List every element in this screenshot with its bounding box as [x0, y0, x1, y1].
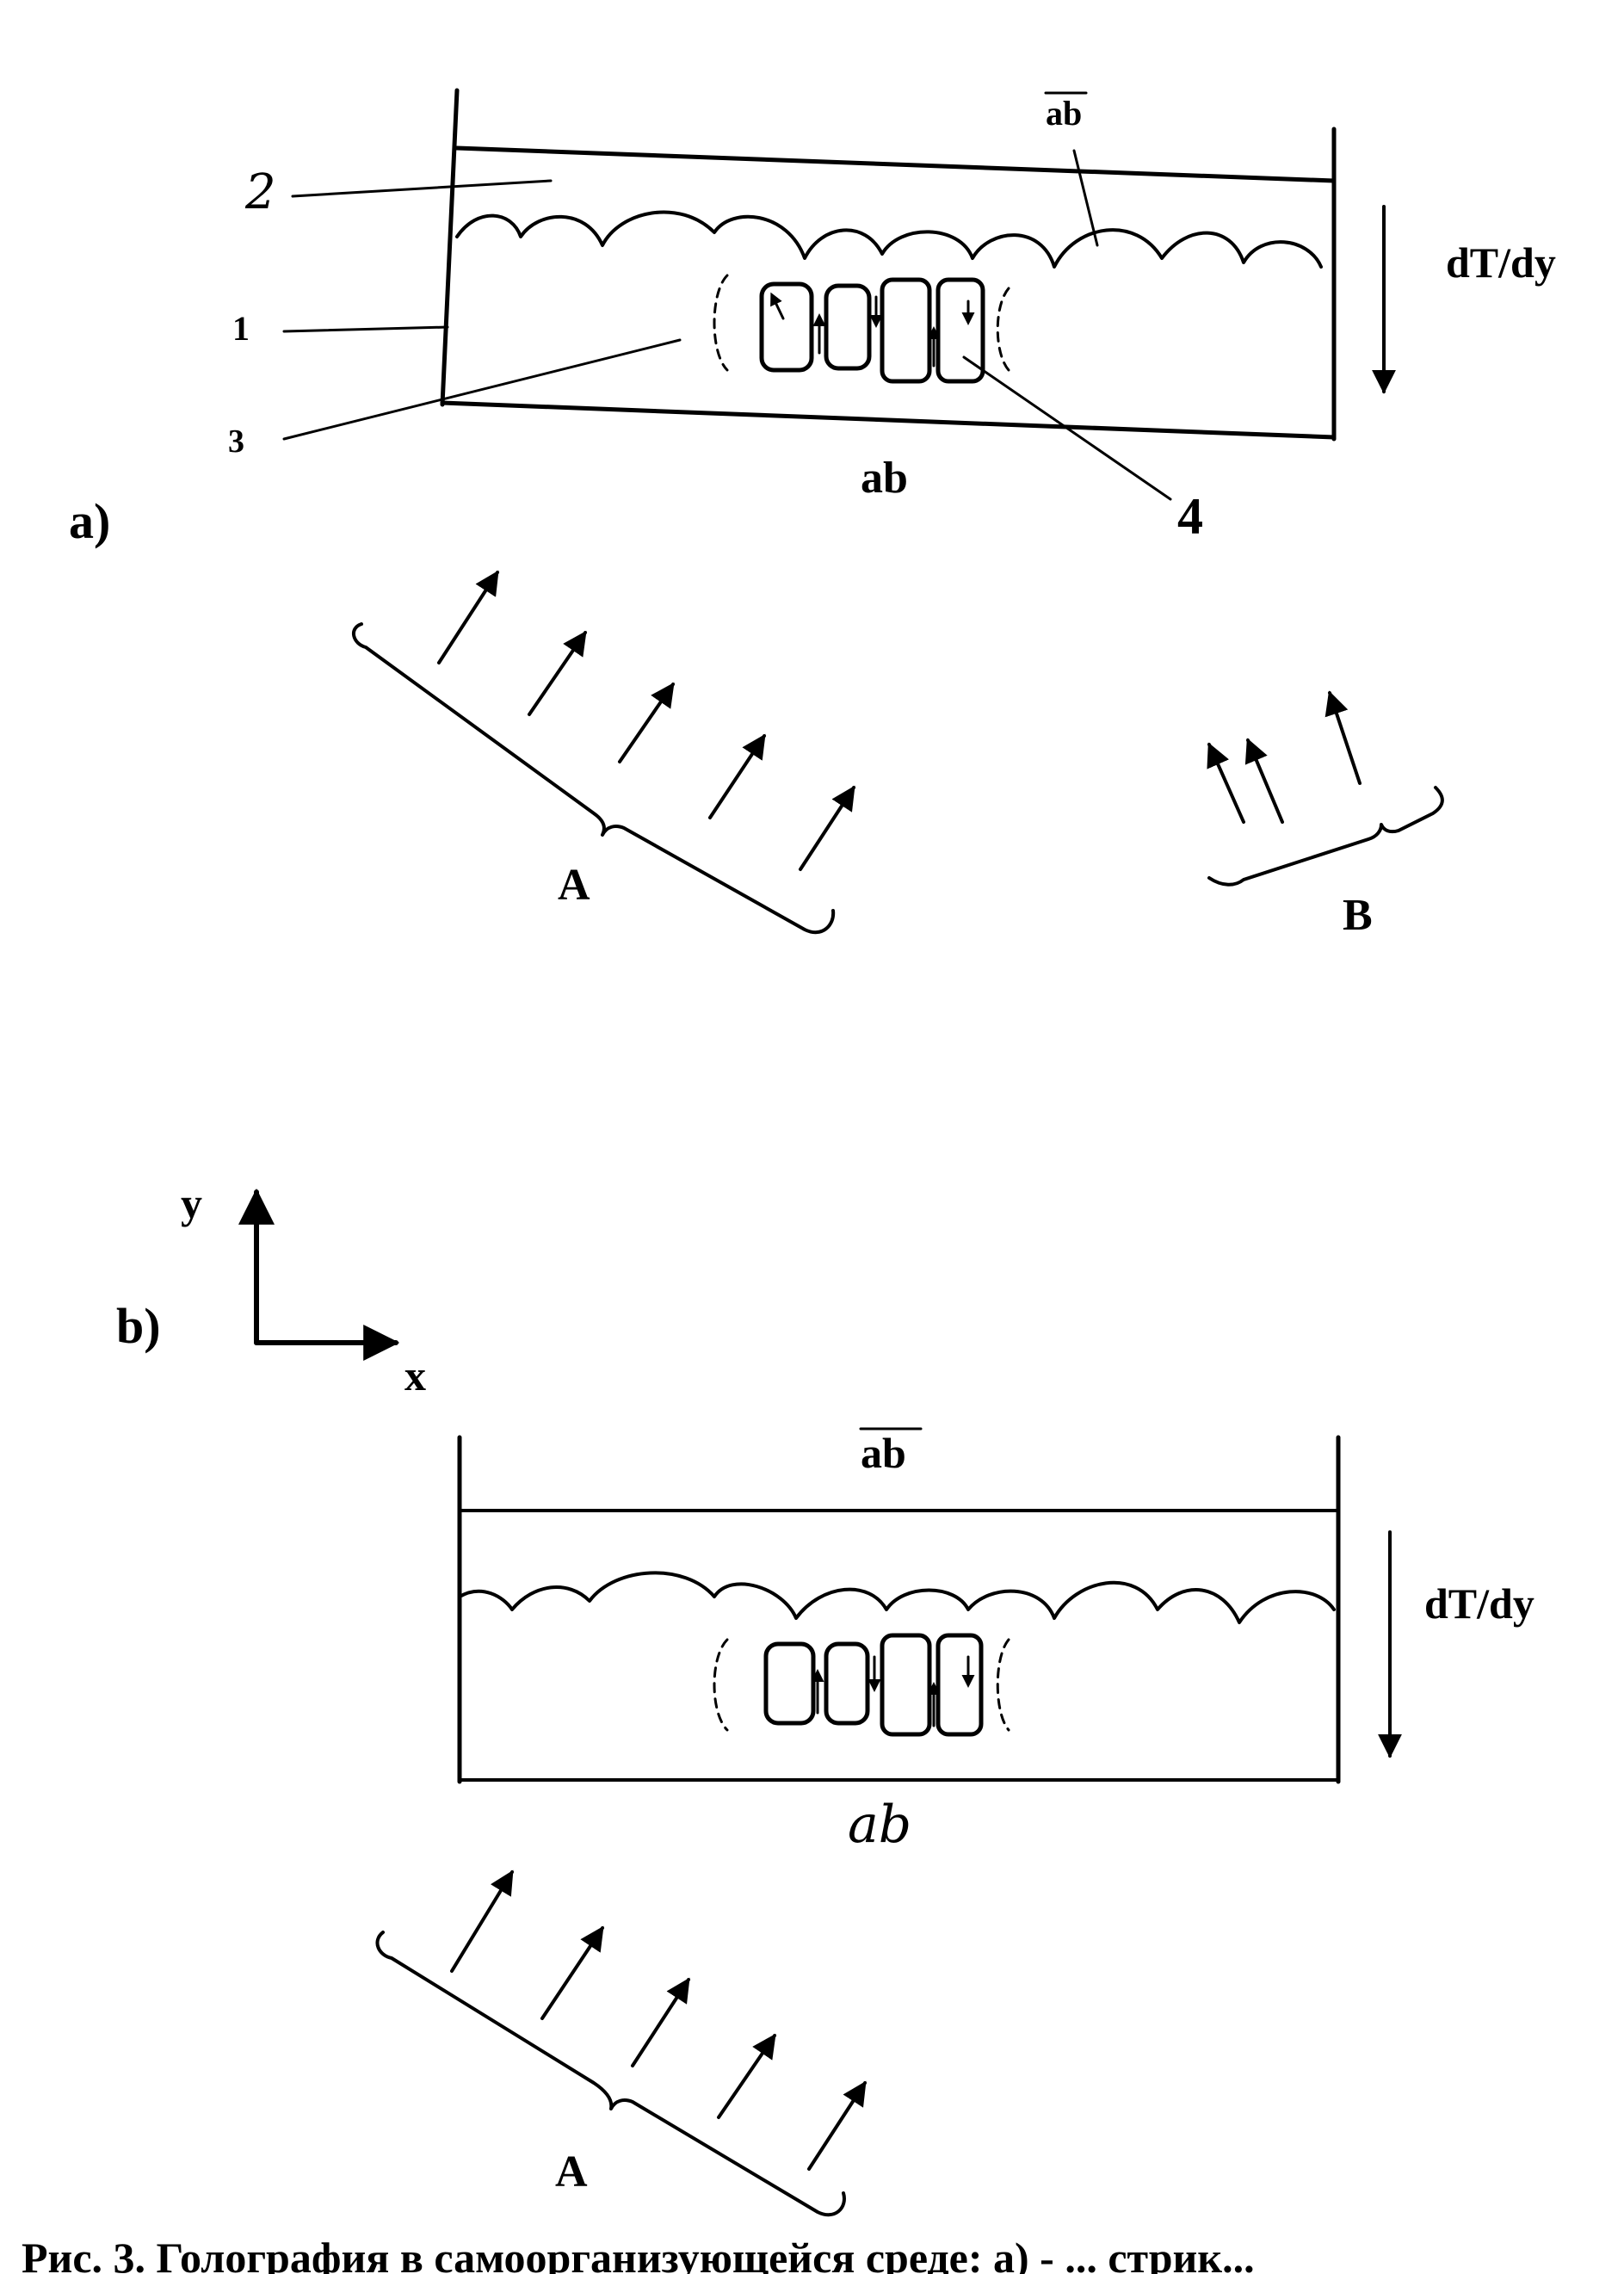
cell-4-b — [935, 1633, 984, 1737]
panel-b-label: b) — [116, 1298, 161, 1354]
leader-4 — [962, 355, 1172, 501]
leader-ab-top — [1072, 149, 1099, 247]
wavy-surface-a — [455, 210, 1323, 269]
cell-3-b — [880, 1633, 932, 1737]
label-ab-top-b: ab — [861, 1429, 906, 1477]
axis-x-label: x — [404, 1351, 426, 1400]
axis-y-label: y — [181, 1179, 202, 1227]
panel-a: 2 1 3 4 ab ab a) dT/dy A B — [69, 88, 1556, 940]
label-ab-top-a: ab — [1046, 94, 1082, 133]
label-ab-bottom-a: ab — [861, 454, 908, 503]
brace-A-a — [352, 622, 836, 935]
panel-a-label: a) — [69, 493, 110, 549]
figure-caption: Рис. 3. Голография в самоорганизующейся … — [22, 2234, 1255, 2274]
wavy-surface-b — [458, 1571, 1336, 1624]
cell-1-b — [763, 1641, 816, 1726]
leader-1 — [282, 325, 449, 333]
callout-4: 4 — [1177, 488, 1203, 545]
container-left-wall — [440, 88, 460, 407]
group-label-A-a: A — [558, 861, 590, 910]
leader-3 — [282, 338, 682, 441]
panel-b: y x b) ab ab dT/dy — [116, 1179, 1534, 2217]
brace-A-b — [375, 1931, 846, 2217]
convection-cells-b — [713, 1633, 1010, 1737]
cell-1 — [759, 281, 814, 373]
gradient-label-b: dT/dy — [1424, 1579, 1534, 1628]
callout-1: 1 — [232, 309, 250, 348]
callout-3: 3 — [228, 423, 244, 460]
cell-2 — [824, 283, 872, 371]
label-ab-bottom-b: ab — [848, 1795, 911, 1855]
cell-3 — [880, 277, 932, 384]
group-label-A-b: A — [555, 2147, 588, 2197]
dashed-cell-right-b — [996, 1638, 1010, 1732]
convection-cells-a — [713, 274, 1010, 384]
dashed-cell-right — [996, 287, 1010, 372]
arrows-B-a — [1207, 690, 1362, 824]
callout-2: 2 — [244, 164, 276, 220]
group-label-B-a: B — [1343, 891, 1373, 940]
arrows-A-b — [450, 1869, 867, 2171]
brace-B-a — [1207, 786, 1444, 887]
leader-2 — [291, 179, 553, 198]
cell-2-b — [824, 1641, 870, 1726]
arrows-A-a — [437, 570, 855, 871]
gradient-label-a: dT/dy — [1446, 238, 1556, 287]
dashed-cell-left-b — [713, 1638, 729, 1732]
dashed-cell-left — [713, 274, 729, 372]
container-bottom-line — [440, 400, 1337, 440]
cell-arrow — [770, 292, 785, 320]
container-top-line — [454, 145, 1337, 183]
